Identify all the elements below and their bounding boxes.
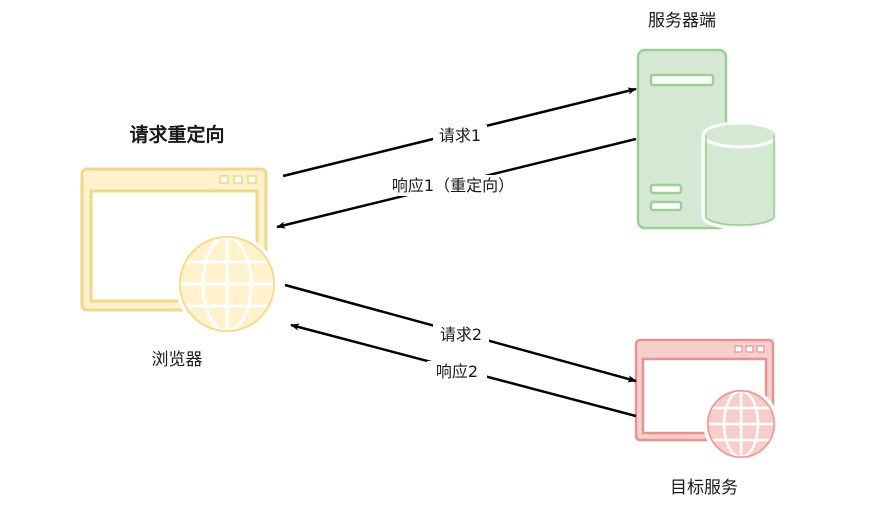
target-label: 目标服务 — [670, 478, 738, 498]
browser-node: 浏览器 — [80, 167, 279, 370]
edge-label-response2: 响应2 — [436, 362, 478, 381]
edge-request1: 请求1 — [282, 87, 637, 178]
browser-label: 浏览器 — [152, 350, 203, 370]
edge-request2: 请求2 — [284, 283, 637, 383]
label-bg — [433, 125, 487, 145]
edge-label-request1: 请求1 — [439, 126, 481, 145]
label-bg — [427, 361, 487, 381]
server-label: 服务器端 — [648, 11, 716, 31]
server-node: 服务器端 — [636, 11, 779, 230]
diagram-title: 请求重定向 — [129, 123, 224, 146]
label-bg — [433, 324, 489, 344]
globe-icon — [703, 386, 779, 462]
target-node: 目标服务 — [634, 338, 779, 498]
edge-response2: 响应2 — [290, 323, 637, 418]
label-bg — [380, 175, 530, 196]
database-icon — [701, 121, 779, 230]
edge-response1: 响应1（重定向） — [276, 137, 637, 229]
edge-label-request2: 请求2 — [440, 325, 482, 344]
globe-icon — [175, 232, 279, 336]
edge-label-response1: 响应1（重定向） — [392, 176, 514, 195]
